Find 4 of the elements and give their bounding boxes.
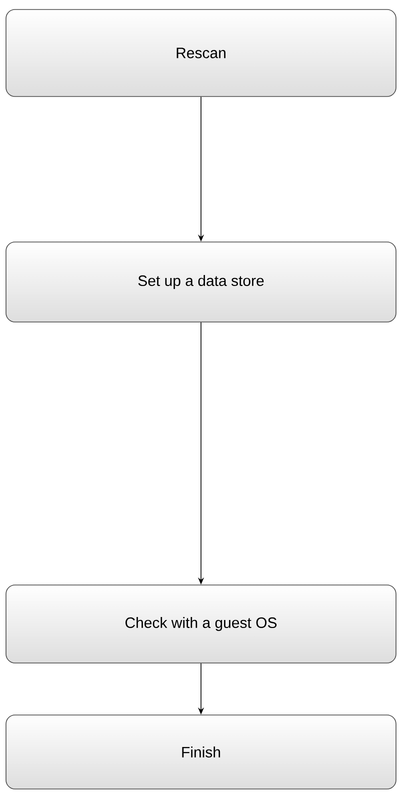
process-box: Set up a data store xyxy=(6,242,396,322)
process-box: Check with a guest OS xyxy=(6,584,396,664)
process-box: Rescan xyxy=(6,9,396,97)
process-box: Finish xyxy=(6,714,396,790)
